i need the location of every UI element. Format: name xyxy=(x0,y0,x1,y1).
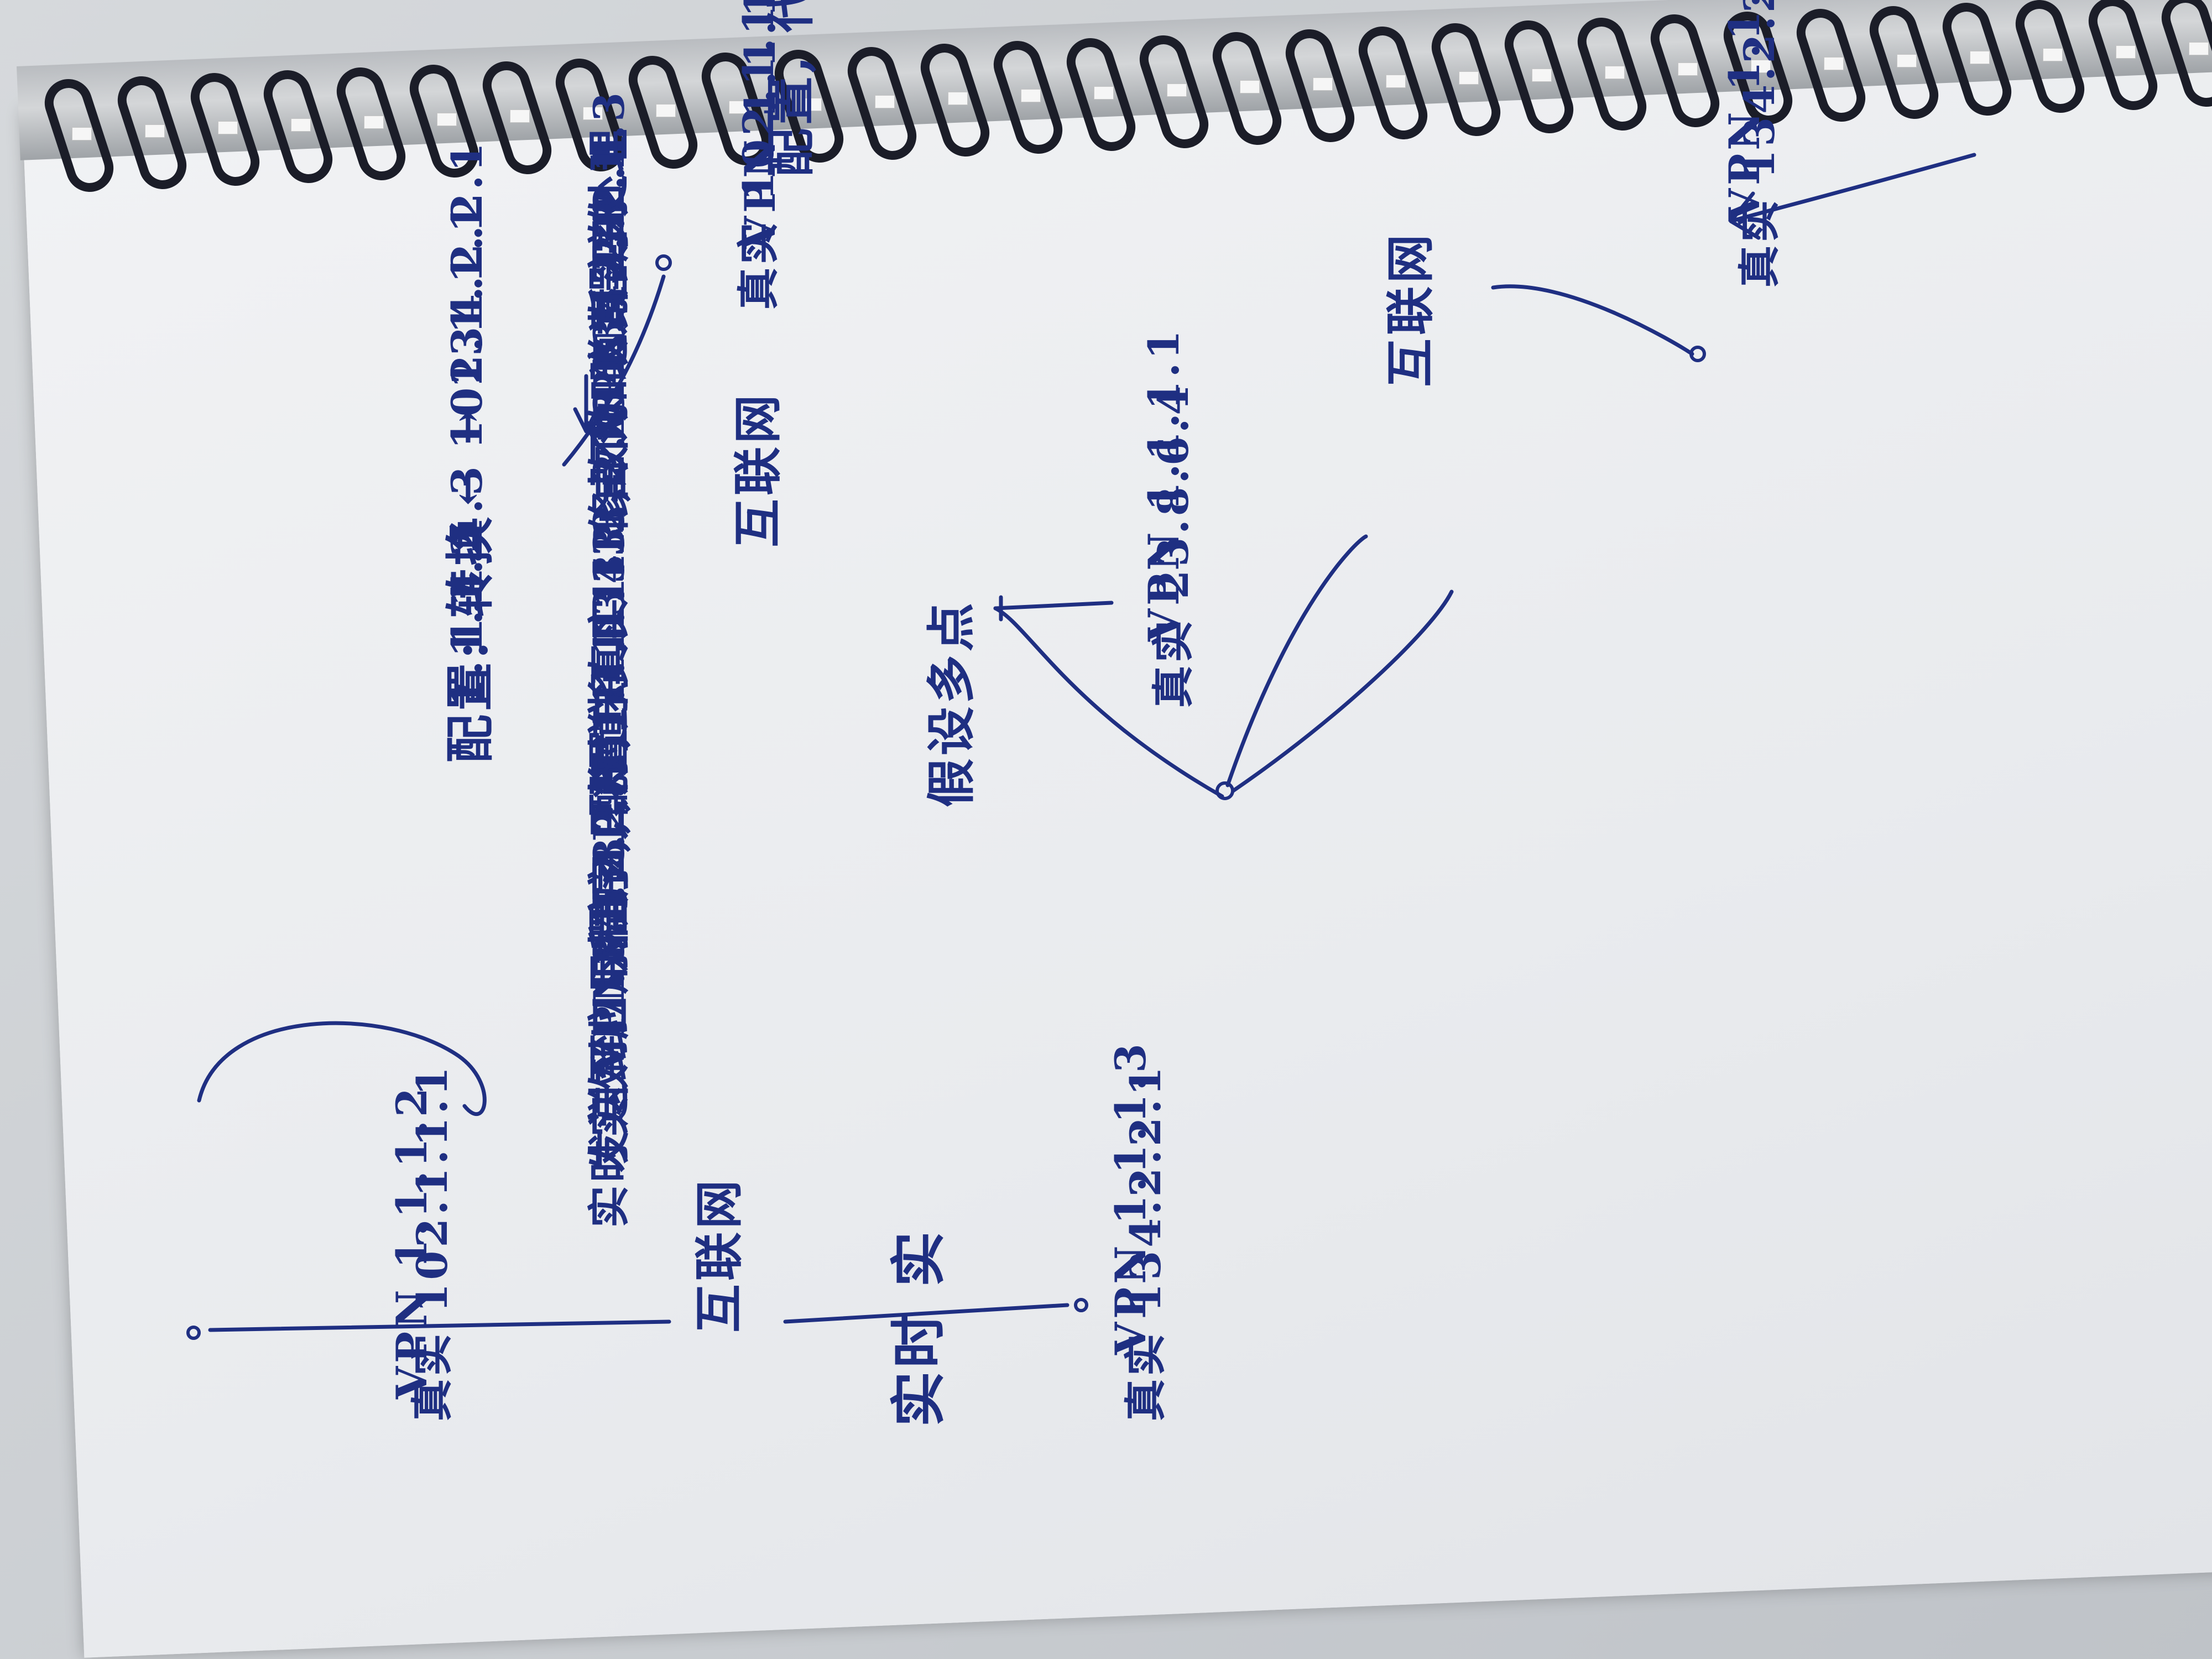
binding-hole xyxy=(72,127,92,140)
binding-hole xyxy=(1897,54,1917,67)
line-internet-bottom-to-left xyxy=(562,274,666,467)
binding-hole xyxy=(1167,83,1187,97)
right-node-dot-2 xyxy=(1689,346,1706,362)
left-node-dot-2 xyxy=(655,254,672,271)
binding-hole xyxy=(1021,89,1041,103)
diagram1-link-line-left xyxy=(208,1319,671,1332)
binding-hole xyxy=(583,106,603,120)
diagram1-right-vpn-ip: VPN 1.1.1.3 xyxy=(1106,1040,1155,1355)
binding-hole xyxy=(1094,86,1114,100)
internet-label-bottom: 互联网 xyxy=(729,391,786,547)
binding-hole xyxy=(656,103,676,117)
binding-hole xyxy=(1459,71,1479,85)
binding-hole xyxy=(1678,62,1698,76)
binding-hole xyxy=(1605,65,1625,79)
arrow-to-mapping xyxy=(993,595,1114,622)
arrow-up-right xyxy=(1729,153,1976,240)
binding-hole xyxy=(802,98,822,111)
binding-hole xyxy=(437,112,457,126)
binding-hole xyxy=(510,109,530,123)
binding-hole xyxy=(2043,48,2063,61)
section2-title: 假设多点 xyxy=(922,599,980,807)
arrow-up-left xyxy=(573,374,599,434)
binding-hole xyxy=(218,121,238,135)
right-vpn-ip-2: VPN 1.1.1.3 xyxy=(1720,0,1769,221)
binding-hole xyxy=(1532,69,1552,82)
line-center-to-top xyxy=(1231,589,1454,793)
binding-hole xyxy=(364,115,384,129)
binding-hole xyxy=(1970,51,1990,65)
diagram1-link-line-right xyxy=(783,1303,1070,1324)
binding-hole xyxy=(729,101,749,114)
right-node-dot xyxy=(1074,1298,1088,1312)
loop-arrow xyxy=(197,1021,487,1117)
binding-hole xyxy=(948,92,968,106)
binding-hole xyxy=(1824,56,1844,70)
mapping-row-2: 1.1.1.3 → 134.2.2.1 xyxy=(442,139,492,647)
diagram1-link-label: 互联网 xyxy=(690,1176,748,1333)
explanation-line-5: 对方 IP, 对方真实 IP 由 VPN 程序处理 xyxy=(585,126,634,973)
binding-hole xyxy=(291,118,311,132)
center-vpn-ip: VPN 1.1.1.1 xyxy=(1139,327,1188,641)
binding-hole xyxy=(145,124,165,138)
bottom-note: 配置, 代码 由网数据发送到 23.8.6.4 xyxy=(752,0,822,177)
diagram1-left-vpn-ip: VPN 1.1.1.2 xyxy=(387,1084,436,1399)
binding-hole xyxy=(1240,80,1260,94)
note-title: 实时 实 xyxy=(886,1228,951,1427)
binding-hole xyxy=(1386,74,1406,88)
line-internet-to-right xyxy=(1491,284,1694,356)
line-center-to-left xyxy=(993,606,1224,799)
line-center-to-bottom xyxy=(1225,534,1368,787)
internet-label-top: 互联网 xyxy=(1381,231,1439,387)
binding-hole xyxy=(2116,45,2136,59)
binding-hole xyxy=(2189,42,2209,56)
binding-hole xyxy=(1751,60,1771,74)
binding-hole xyxy=(1313,77,1333,91)
binding-hole xyxy=(875,95,895,108)
left-node-dot xyxy=(186,1326,201,1340)
